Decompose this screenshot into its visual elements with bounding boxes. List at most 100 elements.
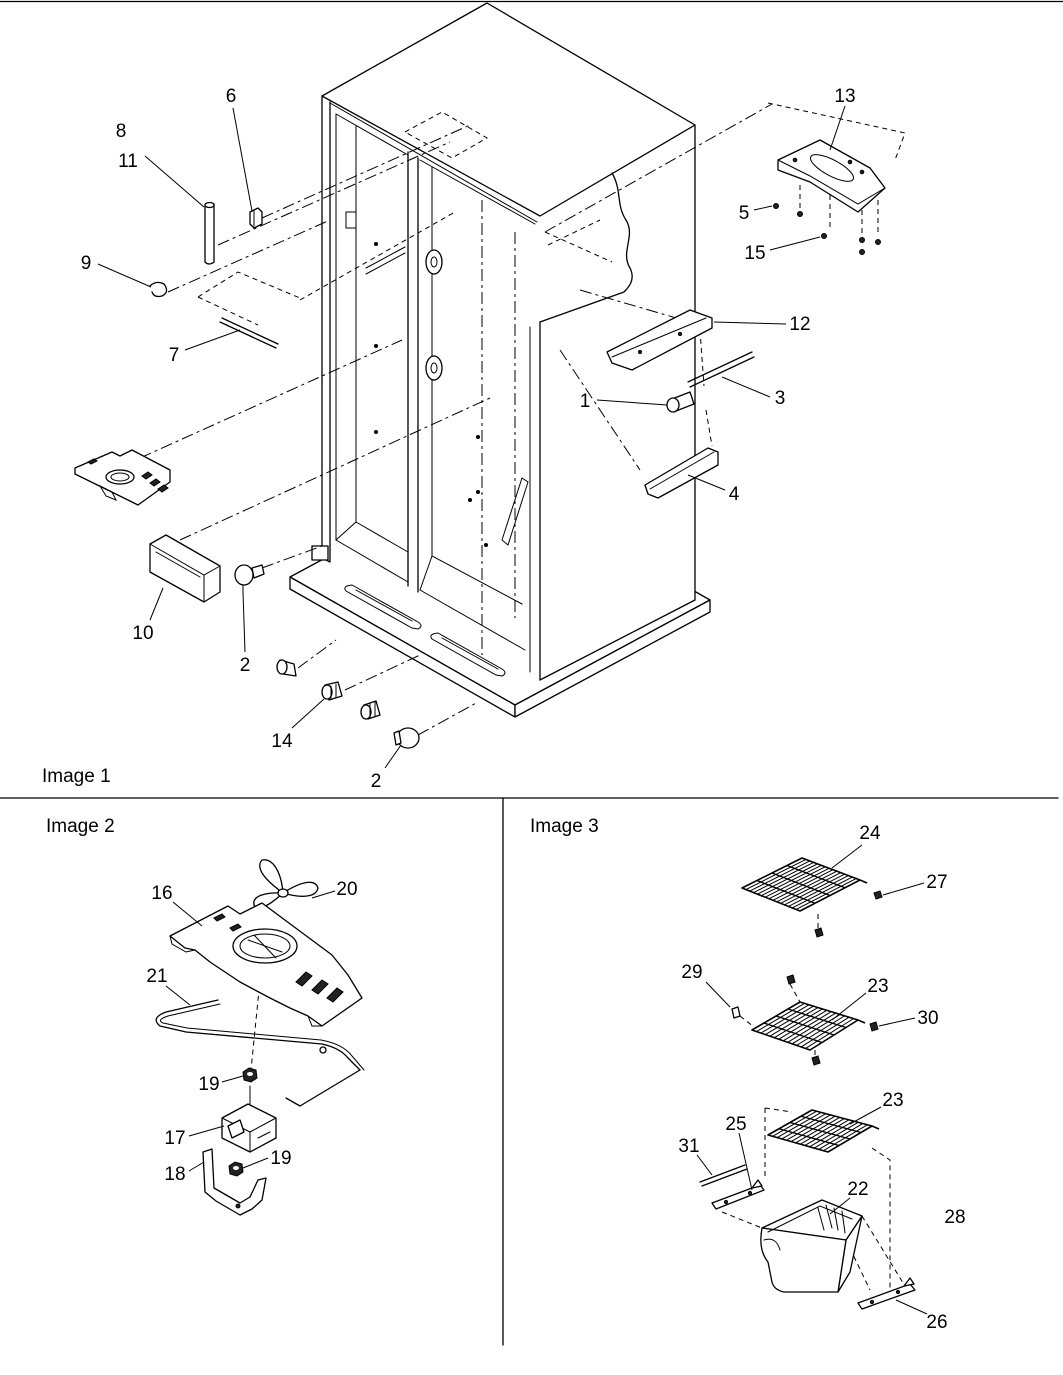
- callout-label: 9: [81, 253, 92, 274]
- callout-label: 20: [336, 879, 357, 900]
- callout-label: 27: [926, 872, 947, 893]
- part-17-fan-motor: [221, 1085, 277, 1153]
- callout-18: 18: [164, 1161, 205, 1185]
- callout-label: 15: [744, 243, 765, 264]
- callout-label: 2: [371, 771, 382, 792]
- part-9-hook: [149, 281, 168, 298]
- panel-image-1: Image 1: [42, 2, 906, 792]
- fan-shroud-assembly: [74, 449, 171, 506]
- callout-label: 5: [739, 203, 750, 224]
- panel-title-image-1: Image 1: [42, 766, 111, 787]
- part-22-storage-bin: [760, 1199, 863, 1293]
- shelf-crossbar: [789, 1121, 851, 1140]
- callout-label: 16: [151, 883, 172, 904]
- part-6-clip: [249, 207, 263, 229]
- callout-24: 24: [831, 823, 881, 869]
- callout-label: 17: [164, 1128, 185, 1149]
- part-23-wire-shelf-upper: [751, 1001, 866, 1051]
- callout-label: 23: [882, 1090, 903, 1111]
- panel-image-2: Image 2: [46, 816, 365, 1216]
- part-7-liner-and-rod: [197, 271, 301, 349]
- shelf-crossbar: [787, 1008, 847, 1029]
- callout-23-upper: 23: [831, 976, 889, 1021]
- callout-30: 30: [878, 1008, 939, 1029]
- callout-label: 18: [164, 1164, 185, 1185]
- shelf-clip-lower-23: [811, 1055, 821, 1066]
- part-21-wire-harness: [155, 999, 365, 1107]
- callout-9: 9: [81, 253, 152, 288]
- callout-1: 1: [580, 391, 668, 412]
- part-3-capillary-rod: [687, 351, 755, 388]
- callout-label: 12: [789, 314, 810, 335]
- shelf-clip-upper-23: [786, 974, 796, 985]
- callout-label: 21: [146, 966, 167, 987]
- part-31-rod: [699, 1164, 748, 1187]
- callout-6: 6: [226, 86, 253, 212]
- part-23-wire-shelf-lower: [767, 1109, 880, 1153]
- part-14-light-sockets: [276, 659, 381, 720]
- part-25-bin-bracket: [711, 1179, 765, 1210]
- callout-26: 26: [895, 1299, 948, 1333]
- callout-label: 19: [270, 1148, 291, 1169]
- callout-7: 7: [169, 329, 241, 366]
- callout-2-upper: 2: [240, 591, 251, 676]
- part-16-fan-shroud: [169, 902, 363, 1027]
- part-12-control-rail: [606, 309, 713, 371]
- shelf-crossbar: [763, 1022, 823, 1044]
- assembly-lines-image-1: [139, 102, 906, 736]
- part-19-nut-upper: [242, 1067, 258, 1083]
- part-27-screw: [873, 890, 883, 900]
- callout-label: 3: [775, 388, 786, 409]
- callout-label: 10: [132, 623, 153, 644]
- part-2-light-bulb-upper: [234, 564, 265, 593]
- callout-20: 20: [311, 879, 358, 900]
- callout-21: 21: [146, 966, 191, 1006]
- shelf-hook: [857, 1019, 866, 1024]
- shelf-crossbar: [771, 872, 831, 897]
- callout-28: 28: [944, 1207, 965, 1228]
- part-8-11-tube: [204, 201, 215, 265]
- callout-label: 14: [271, 731, 293, 752]
- shelf-hook: [859, 879, 868, 884]
- callout-label: 4: [729, 484, 740, 505]
- part-4-channel: [644, 447, 719, 499]
- callout-2-lower: 2: [371, 744, 402, 792]
- callout-15: 15: [744, 236, 821, 264]
- part-5-screws: [773, 203, 803, 217]
- callout-10: 10: [132, 587, 164, 644]
- callout-label: 24: [859, 823, 881, 844]
- callout-4: 4: [687, 474, 740, 505]
- panel-title-image-2: Image 2: [46, 816, 115, 837]
- callout-label: 7: [169, 345, 180, 366]
- callout-19-lower: 19: [242, 1148, 292, 1169]
- callout-label: 31: [678, 1136, 699, 1157]
- callout-25: 25: [725, 1114, 753, 1191]
- callout-label: 28: [944, 1207, 965, 1228]
- part-13-control-bracket: [777, 139, 886, 236]
- part-18-motor-bracket: [202, 1148, 267, 1216]
- callout-23-lower: 23: [849, 1090, 904, 1125]
- callout-29: 29: [681, 962, 731, 1008]
- callout-11: 11: [118, 151, 205, 208]
- callout-label: 22: [847, 1179, 868, 1200]
- callout-label: 25: [725, 1114, 746, 1135]
- part-29-shelf-clip: [731, 1006, 741, 1019]
- shelf-hook: [871, 1125, 880, 1130]
- shelf-clip-lower-24: [814, 927, 824, 938]
- callout-27: 27: [882, 872, 948, 896]
- callout-label: 30: [917, 1008, 938, 1029]
- callout-17: 17: [164, 1125, 225, 1149]
- callout-13: 13: [829, 86, 856, 151]
- callout-12: 12: [713, 314, 811, 335]
- panel-title-image-3: Image 3: [530, 816, 599, 837]
- callout-label: 6: [226, 86, 237, 107]
- shelf-crossbar: [775, 1015, 835, 1036]
- part-15-screws: [821, 233, 881, 255]
- callout-8: 8: [116, 121, 127, 142]
- part-10-light-housing: [149, 534, 221, 603]
- callout-label: 13: [834, 86, 855, 107]
- callout-31: 31: [678, 1136, 713, 1176]
- callout-label: 2: [240, 655, 251, 676]
- refrigerator-cabinet: [311, 2, 696, 681]
